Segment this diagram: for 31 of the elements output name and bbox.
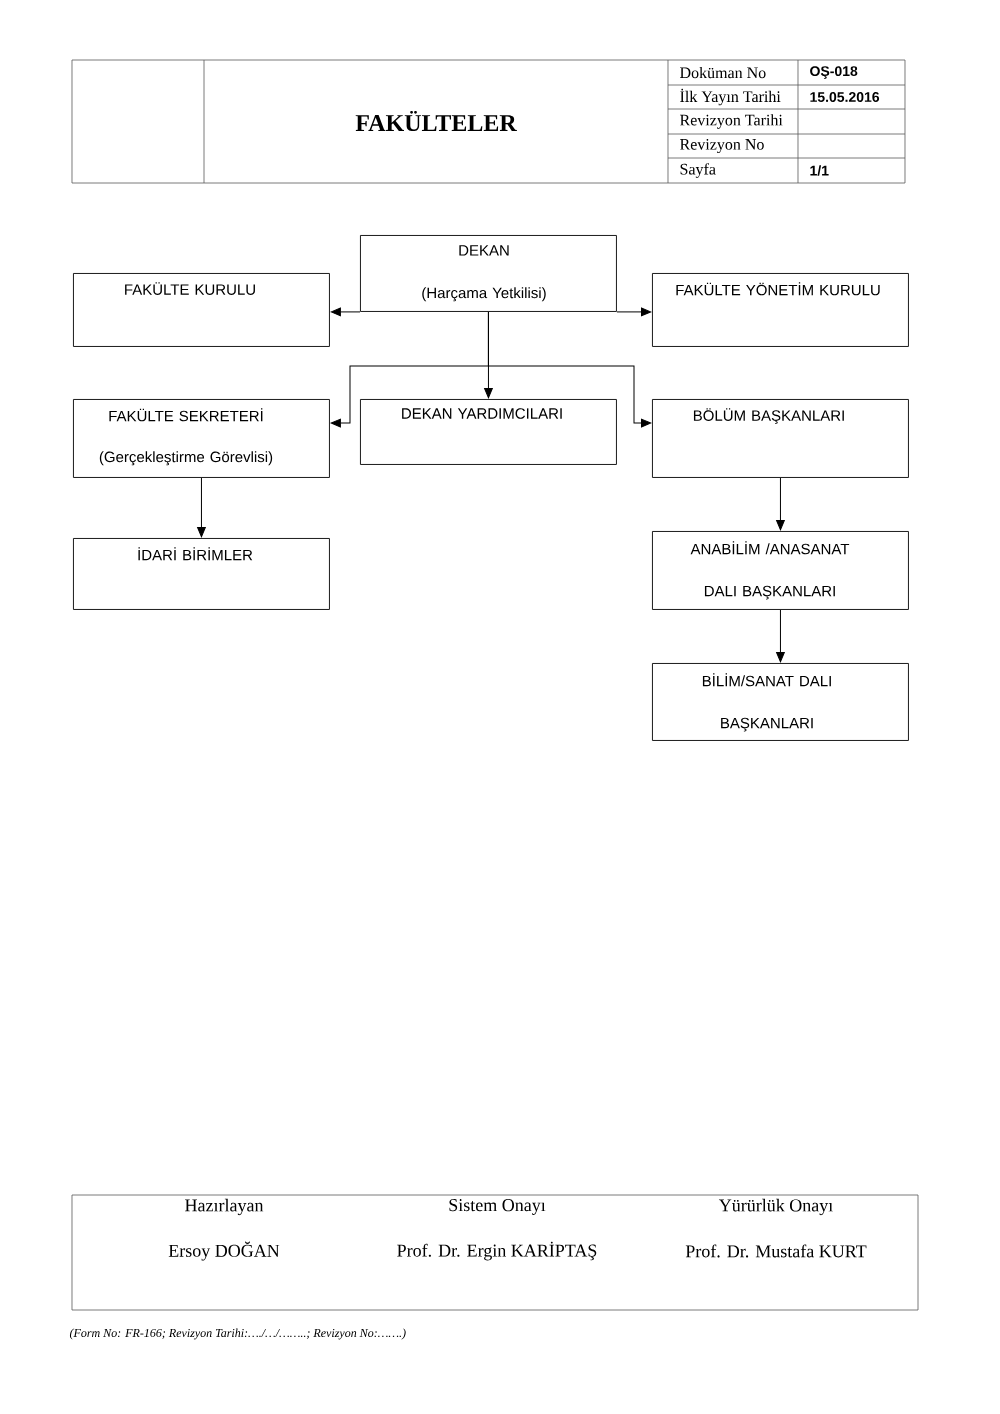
arrow bbox=[616, 307, 652, 317]
org-box: İDARİ BİRİMLER bbox=[73, 538, 330, 610]
signature-text: Sistem Onayı bbox=[449, 1199, 546, 1215]
arrow bbox=[487, 311, 652, 428]
arrow bbox=[776, 477, 785, 531]
table-cell: Revizyon Tarihi bbox=[680, 114, 783, 129]
signature-text: Hazırlayan bbox=[185, 1198, 264, 1216]
signature-text: Ersoy DOĞAN bbox=[168, 1241, 280, 1261]
org-box: BÖLÜM BAŞKANLARI bbox=[652, 399, 909, 478]
org-box: BİLİM/SANAT DALI BAŞKANLARI bbox=[652, 663, 909, 741]
org-box: ANABİLİM /ANASANAT DALI BAŞKANLARI bbox=[652, 531, 909, 610]
table-cell: İlk Yayın Tarihi bbox=[680, 88, 781, 106]
arrow bbox=[330, 307, 361, 317]
signature-text: Yürürlük Onayı bbox=[718, 1198, 833, 1216]
arrow bbox=[776, 609, 785, 663]
table-cell: Revizyon No bbox=[680, 139, 764, 154]
org-box: DEKAN (Harçama Yetkilisi) bbox=[360, 235, 617, 312]
arrow bbox=[197, 477, 206, 538]
form-note: (Form No: FR-166; Revizyon Tarihi:…./…/……..; Revizyon No:…….) bbox=[69, 1328, 406, 1340]
org-box: FAKÜLTE KURULU bbox=[73, 273, 330, 347]
table-cell: Doküman No bbox=[680, 66, 766, 79]
org-box: FAKÜLTE YÖNETİM KURULU bbox=[652, 273, 909, 347]
table-cell: OŞ-018 bbox=[810, 66, 858, 79]
org-box: FAKÜLTE SEKRETERİ (Gerçekleştirme Görevlisi) bbox=[73, 399, 330, 478]
signature-text: Prof. Dr. Mustafa KURT bbox=[685, 1244, 867, 1258]
table-cell: Sayfa bbox=[680, 163, 716, 178]
org-box: DEKAN YARDIMCILARI bbox=[360, 399, 617, 465]
title: FAKÜLTELER bbox=[355, 110, 517, 132]
table-cell: 15.05.2016 bbox=[810, 92, 880, 102]
table-cell: 1/1 bbox=[810, 165, 829, 176]
signature-text: Prof. Dr. Ergin KARİPTAŞ bbox=[397, 1241, 597, 1261]
